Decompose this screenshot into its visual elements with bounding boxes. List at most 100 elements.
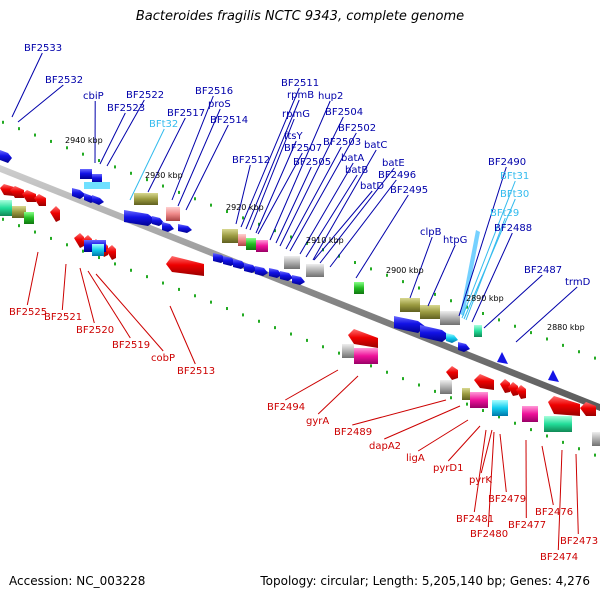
gene-label[interactable]: BF2523 xyxy=(107,103,145,114)
kbp-tick-label: 2880 kbp xyxy=(547,323,585,332)
gene-reverse xyxy=(544,416,572,432)
track-dot xyxy=(402,280,404,284)
gene-reverse xyxy=(166,256,204,276)
gene-label[interactable]: BF2476 xyxy=(535,507,573,518)
gene-label[interactable]: BF2477 xyxy=(508,520,546,531)
gene-label[interactable]: BF2520 xyxy=(76,325,114,336)
gene-label[interactable]: pyrK xyxy=(469,475,492,486)
gene-label[interactable]: BF2532 xyxy=(45,75,83,86)
gene-label[interactable]: batE xyxy=(382,158,405,169)
gene-label[interactable]: rpmB xyxy=(287,90,314,101)
gene-label[interactable]: BFt31 xyxy=(500,171,529,182)
track-dot xyxy=(98,256,100,260)
gene-label[interactable]: BF2519 xyxy=(112,340,150,351)
label-leader-line xyxy=(557,449,563,551)
label-leader-line xyxy=(471,232,513,323)
label-leader-line xyxy=(285,369,339,401)
gene-label[interactable]: clpB xyxy=(420,227,442,238)
gene-label[interactable]: cbiP xyxy=(83,91,104,102)
gene-reverse xyxy=(354,348,378,364)
gene-forward xyxy=(256,240,268,252)
label-leader-line xyxy=(17,84,64,123)
gene-label[interactable]: BF2507 xyxy=(284,143,322,154)
gene-label[interactable]: BF2525 xyxy=(9,307,47,318)
gene-forward xyxy=(223,256,236,266)
gene-forward xyxy=(440,311,460,325)
gene-label[interactable]: BFt32 xyxy=(149,119,178,130)
gene-label[interactable]: batB xyxy=(345,165,368,176)
gene-label[interactable]: BF2522 xyxy=(126,90,164,101)
track-dot xyxy=(482,408,484,412)
gene-label[interactable]: batD xyxy=(360,181,384,192)
gene-label[interactable]: pyrD1 xyxy=(433,463,463,474)
gene-label[interactable]: ftsY xyxy=(284,131,303,142)
gene-forward xyxy=(284,256,300,269)
label-leader-line xyxy=(177,108,221,207)
track-dot xyxy=(242,313,244,317)
gene-label[interactable]: BF2505 xyxy=(293,157,331,168)
gene-reverse xyxy=(522,406,538,422)
gene-label[interactable]: BF2489 xyxy=(334,427,372,438)
track-dot xyxy=(498,415,500,419)
gene-label[interactable]: trmD xyxy=(565,277,591,288)
gene-forward xyxy=(222,229,238,243)
gene-label[interactable]: BF2521 xyxy=(44,312,82,323)
track-dot xyxy=(546,434,548,438)
label-leader-line xyxy=(269,100,331,241)
gene-label[interactable]: BF2490 xyxy=(488,157,526,168)
gene-label[interactable]: cobP xyxy=(151,353,175,364)
gene-label[interactable]: BF2488 xyxy=(494,223,532,234)
gene-label[interactable]: proS xyxy=(208,99,231,110)
gene-forward xyxy=(152,216,164,226)
gene-label[interactable]: BF2503 xyxy=(323,137,361,148)
gene-reverse xyxy=(342,344,354,358)
gene-label[interactable]: BF2494 xyxy=(267,402,305,413)
gene-label[interactable]: batC xyxy=(364,140,387,151)
gene-label[interactable]: htpG xyxy=(443,235,467,246)
gene-label[interactable]: BF2474 xyxy=(540,552,578,563)
gene-label[interactable]: BF2502 xyxy=(338,123,376,134)
label-leader-line xyxy=(409,236,433,299)
track-dot xyxy=(290,332,292,336)
gene-label[interactable]: batA xyxy=(341,153,364,164)
gene-label[interactable]: BF2473 xyxy=(560,536,598,547)
gene-label[interactable]: BFt30 xyxy=(500,189,529,200)
track-dot xyxy=(578,350,580,354)
kbp-tick-label: 2910 kbp xyxy=(306,236,344,245)
track-dot xyxy=(370,267,372,271)
gene-label[interactable]: BF2479 xyxy=(488,494,526,505)
gene-label[interactable]: BF2504 xyxy=(325,107,363,118)
gene-label[interactable]: BF2480 xyxy=(470,529,508,540)
gene-label[interactable]: BF2496 xyxy=(378,170,416,181)
gene-label[interactable]: BF2513 xyxy=(177,366,215,377)
gene-label[interactable]: BF2487 xyxy=(524,265,562,276)
gene-label[interactable]: BF2511 xyxy=(281,78,319,89)
track-dot xyxy=(258,222,260,226)
gene-reverse xyxy=(500,379,510,393)
gene-label[interactable]: gyrA xyxy=(306,416,329,427)
gene-label[interactable]: BF2512 xyxy=(232,155,270,166)
forward-genes xyxy=(0,150,559,382)
gene-forward xyxy=(255,266,268,276)
gene-label[interactable]: BF2481 xyxy=(456,514,494,525)
track-dot xyxy=(306,241,308,245)
gene-forward xyxy=(246,238,256,250)
gene-label[interactable]: BF2533 xyxy=(24,43,62,54)
track-dot xyxy=(146,275,148,279)
label-leader-line xyxy=(11,52,43,118)
gene-label[interactable]: dapA2 xyxy=(369,441,401,452)
label-leader-line xyxy=(465,217,506,321)
gene-reverse xyxy=(22,190,36,202)
gene-label[interactable]: hup2 xyxy=(318,91,343,102)
gene-label[interactable]: BFt29 xyxy=(490,208,519,219)
gene-label[interactable]: BF2514 xyxy=(210,115,248,126)
gene-label[interactable]: BF2495 xyxy=(390,185,428,196)
gene-label[interactable]: BF2516 xyxy=(195,86,233,97)
gene-label[interactable]: BF2517 xyxy=(167,108,205,119)
gene-label[interactable]: ligA xyxy=(406,453,425,464)
track-dot xyxy=(594,453,596,457)
gene-label[interactable]: rpmG xyxy=(282,109,310,120)
track-dot xyxy=(418,383,420,387)
track-dot xyxy=(18,127,20,131)
